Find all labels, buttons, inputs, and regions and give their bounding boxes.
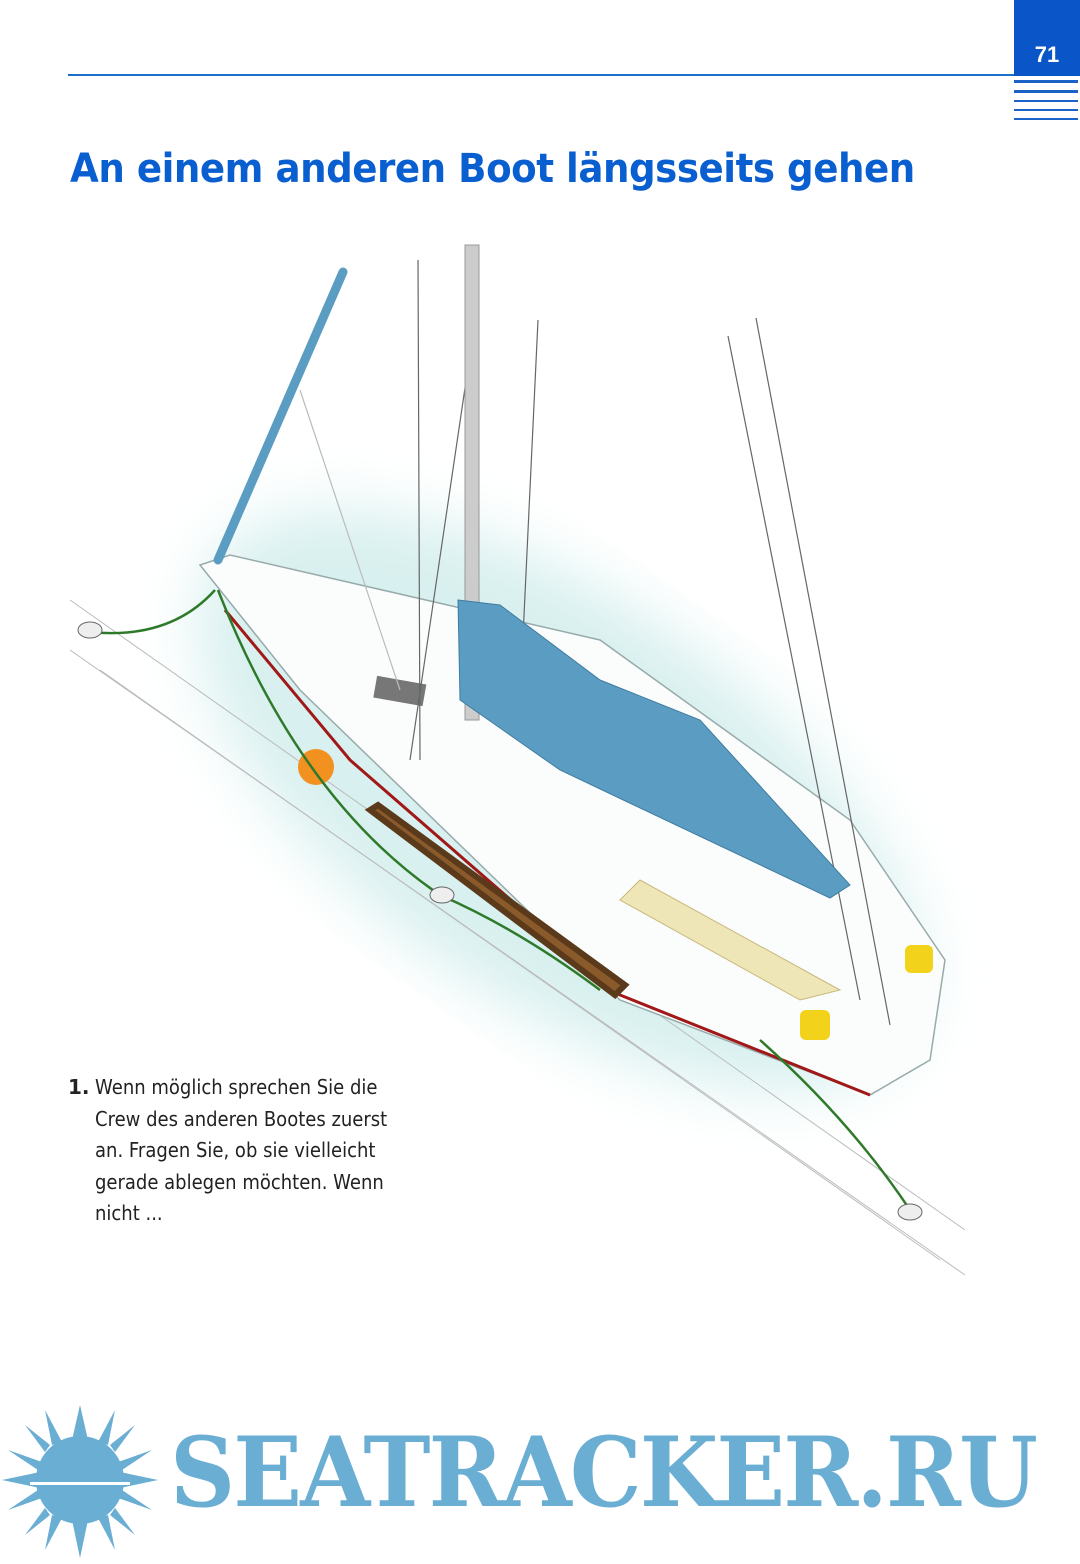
step-line: an. Fragen Sie, ob sie vielleicht: [95, 1138, 376, 1162]
step-line: Crew des anderen Bootes zuerst: [95, 1106, 388, 1131]
step-number: 1.: [68, 1075, 90, 1099]
bollards: [77, 621, 923, 1221]
instruction-step-1: 1. Wenn möglich sprechen Sie die Crew de…: [68, 1072, 408, 1230]
hull: [198, 554, 946, 1097]
header-stripes: [1014, 80, 1078, 127]
step-text: Wenn möglich sprechen Sie die Crew des a…: [95, 1072, 388, 1230]
sail-cover: [457, 599, 851, 899]
watermark-sun-icon: [2, 1405, 158, 1558]
page-title: An einem anderen Boot längsseits gehen: [70, 146, 915, 192]
furled-jib: [213, 267, 348, 565]
lifebuoys: [800, 945, 933, 1040]
step-line: nicht ...: [95, 1201, 163, 1225]
sailboat-illustration: [69, 244, 966, 1276]
fender-board: [364, 801, 630, 999]
step-line: Wenn möglich sprechen Sie die: [95, 1075, 378, 1099]
mooring-lines: [89, 589, 912, 1211]
page-number: 71: [1014, 0, 1080, 76]
fender: [298, 749, 334, 785]
step-line: gerade ablegen möchten. Wenn: [95, 1169, 384, 1194]
header-rule: [68, 74, 1014, 76]
watermark-text: SEATRACKER.RU: [170, 1416, 1038, 1529]
